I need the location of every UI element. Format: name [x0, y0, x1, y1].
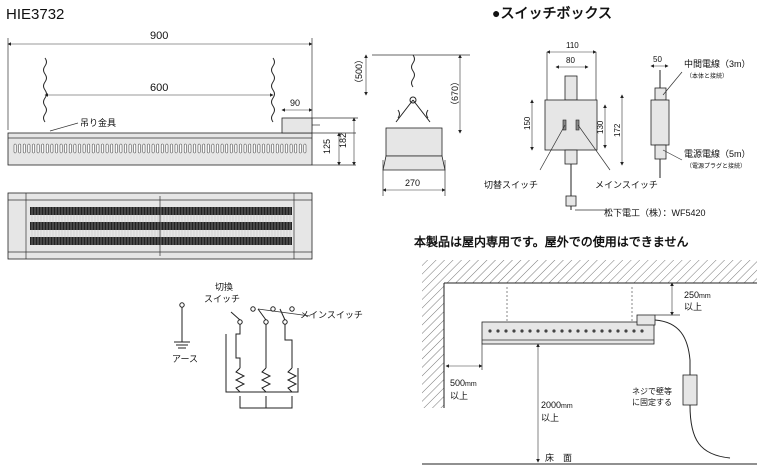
dim-250-above: 以上	[684, 302, 702, 312]
main-switch-label: メインスイッチ	[595, 180, 658, 190]
terminal-box	[281, 117, 313, 134]
switchbox-title: ●スイッチボックス	[492, 5, 612, 21]
indoor-notice: 本製品は屋内専用です。屋外での使用はできません	[414, 234, 688, 249]
wiring-diagram: 切換 スイッチ メインスイッチ アース	[172, 281, 363, 409]
dim-172: 172	[613, 123, 622, 137]
install-diagram: 本製品は屋内専用です。屋外での使用はできません 250mm 以上 500mm 以…	[414, 234, 757, 465]
earth-label: アース	[172, 354, 198, 364]
model-number: HIE3732	[6, 6, 64, 23]
dim-110: 110	[566, 41, 579, 50]
dim-2000-above: 以上	[541, 413, 559, 423]
floor-label: 床 面	[545, 452, 572, 463]
maker-label: 松下電工（株）：WF5420	[604, 207, 706, 218]
dim-150: 150	[523, 116, 532, 130]
hanger-label: 吊り金具	[80, 117, 116, 128]
switchbox-body	[544, 99, 598, 151]
middle-cable-label: 中間電線（3m）	[684, 58, 751, 69]
screw-note-2: に固定する	[632, 397, 672, 407]
dim-500-install: 500mm	[450, 378, 477, 388]
dim-250: 250mm	[684, 290, 711, 300]
side-chain	[411, 54, 415, 88]
dim-500-above: 以上	[450, 391, 468, 401]
wiring-main-switch-label: メインスイッチ	[300, 310, 363, 320]
wiring-changeover-label: 切換	[215, 281, 233, 292]
wall-switchbox	[682, 374, 698, 406]
dim-600: 600	[150, 82, 168, 94]
dim-130: 130	[596, 120, 605, 134]
middle-cable-note: （本体と接続）	[686, 72, 728, 80]
dim-80: 80	[566, 56, 575, 65]
front-view: 900 600 吊り金具 90 125 182	[7, 30, 358, 166]
dim-90: 90	[290, 98, 300, 108]
dim-2000: 2000mm	[541, 400, 573, 410]
power-cable-note: （電源プラグと接続）	[686, 162, 746, 170]
dim-side-500: （500）	[354, 55, 364, 88]
wiring-switch-label: スイッチ	[204, 294, 240, 304]
dim-125: 125	[322, 139, 332, 154]
screw-note-1: ネジで壁等	[632, 386, 672, 396]
side-view: （500） （670） 270	[354, 54, 470, 196]
dim-900: 900	[150, 30, 168, 42]
dim-182: 182	[338, 133, 348, 148]
dim-270: 270	[405, 178, 420, 188]
left-chain	[43, 57, 47, 123]
right-chain	[271, 57, 275, 123]
heater-installed	[481, 321, 655, 345]
bottom-view	[7, 192, 313, 260]
dim-side-670: （670）	[450, 77, 460, 110]
vent-slots	[13, 143, 307, 154]
power-cable-label: 電源電線（5m）	[684, 148, 751, 159]
changeover-switch-label: 切替スイッチ	[484, 179, 538, 190]
switch-box: ●スイッチボックス 110 80 150 130 172 切替スイッチ メインス…	[484, 5, 751, 218]
dim-50: 50	[653, 55, 662, 64]
